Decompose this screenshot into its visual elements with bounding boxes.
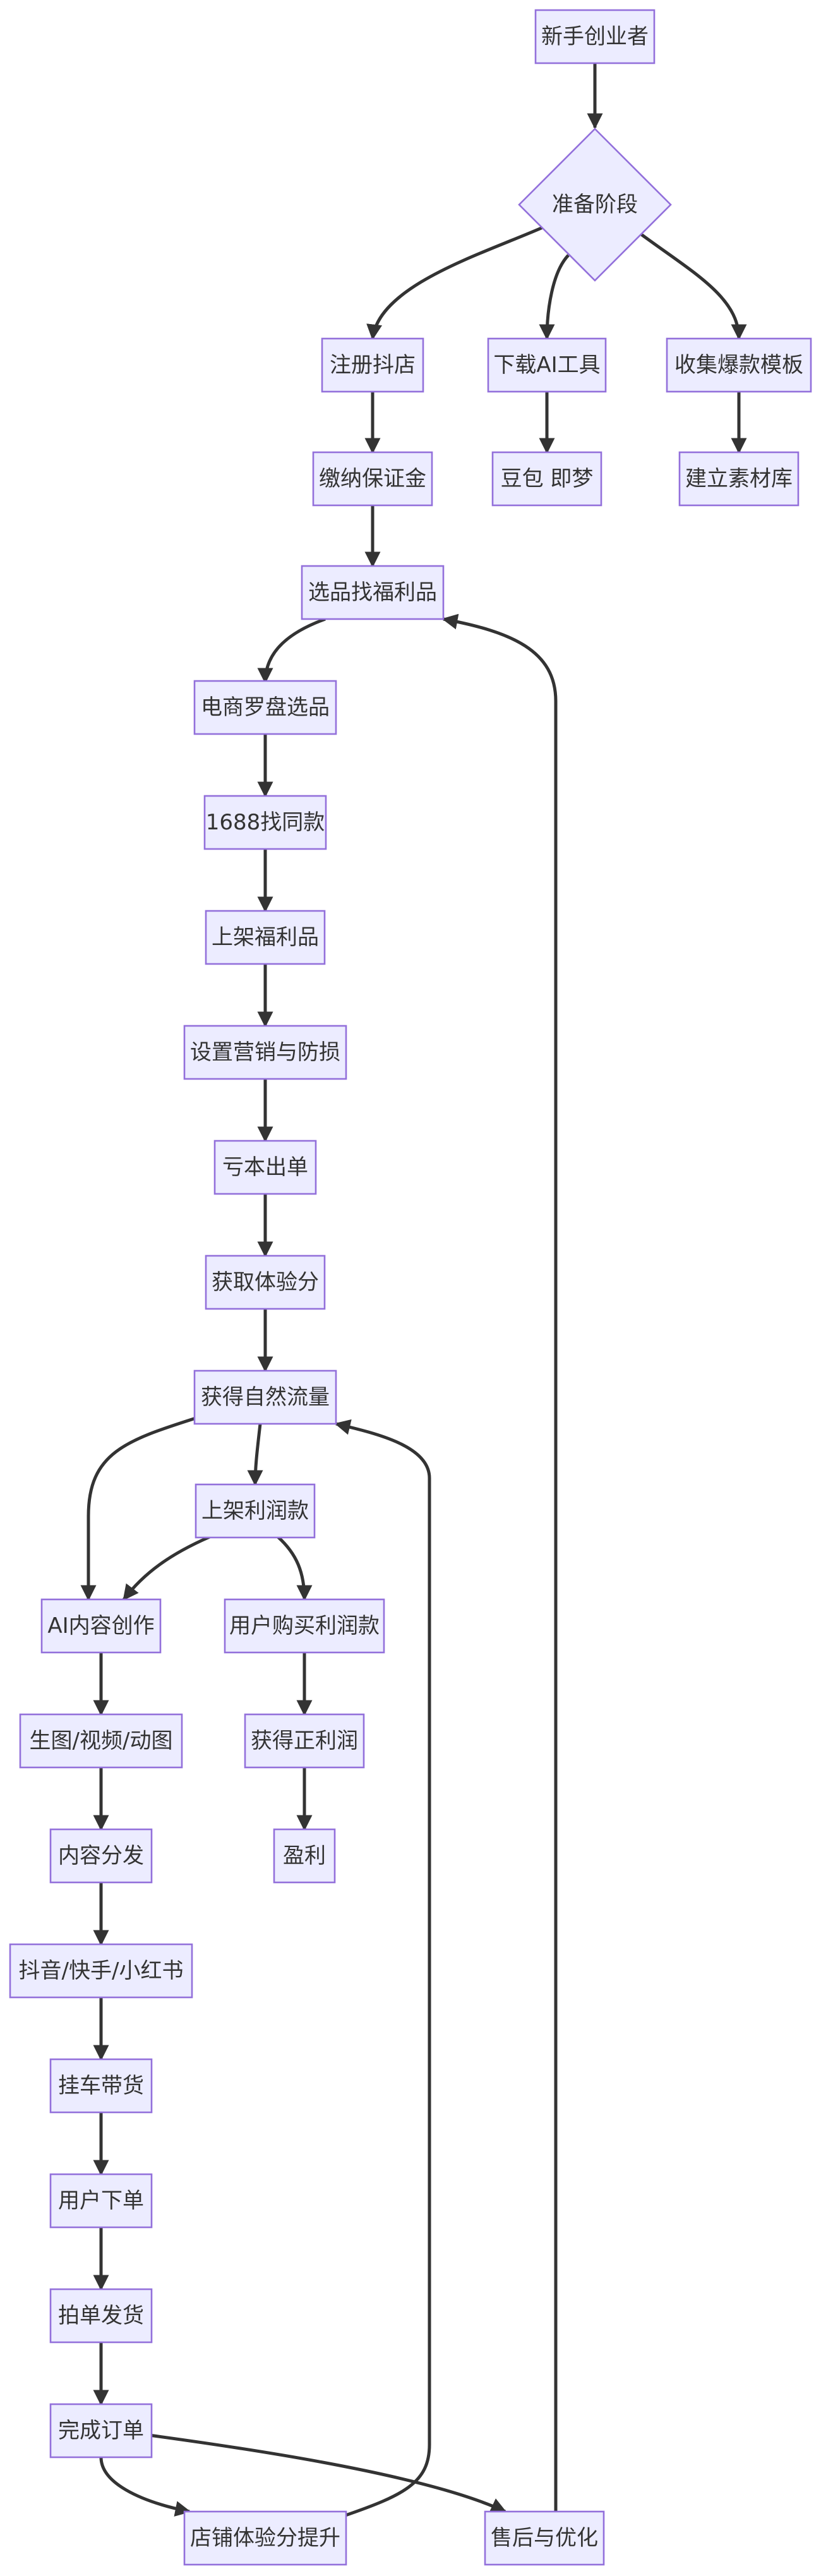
- node-label: 用户下单: [58, 2188, 144, 2213]
- node-label: 生图/视频/动图: [30, 1728, 173, 1754]
- node-start[interactable]: 新手创业者: [534, 9, 656, 64]
- node-get-score[interactable]: 获取体验分: [205, 1255, 326, 1310]
- node-collect-templates[interactable]: 收集爆款模板: [666, 337, 812, 393]
- node-after-sales[interactable]: 售后与优化: [484, 2510, 605, 2566]
- node-ai-content[interactable]: AI内容创作: [40, 1598, 162, 1654]
- node-label: 拍单发货: [58, 2303, 144, 2328]
- node-score-boost[interactable]: 店铺体验分提升: [183, 2510, 347, 2566]
- node-cart-sell[interactable]: 挂车带货: [49, 2058, 153, 2114]
- node-doubao-jimeng[interactable]: 豆包 即梦: [491, 451, 602, 507]
- node-list-welfare[interactable]: 上架福利品: [205, 910, 326, 965]
- node-label: 获得正利润: [251, 1728, 358, 1754]
- node-complete-order[interactable]: 完成订单: [49, 2403, 153, 2459]
- edge-list-profit-ai-content: [123, 1535, 210, 1601]
- node-gen-media[interactable]: 生图/视频/动图: [19, 1713, 183, 1769]
- node-pick-welfare[interactable]: 选品找福利品: [301, 565, 445, 620]
- node-loss-orders[interactable]: 亏本出单: [213, 1140, 317, 1195]
- node-label: 新手创业者: [541, 24, 649, 49]
- node-label: 收集爆款模板: [674, 352, 803, 378]
- node-marketing-loss[interactable]: 设置营销与防损: [183, 1025, 347, 1080]
- node-label: 电商罗盘选品: [201, 695, 330, 720]
- node-platforms[interactable]: 抖音/快手/小红书: [9, 1943, 193, 1999]
- edge-list-profit-user-buy: [277, 1536, 313, 1601]
- edge-prep-register-store: [366, 224, 547, 340]
- node-prep[interactable]: 准备阶段: [518, 128, 672, 282]
- edge-complete-score-boost: [99, 2457, 191, 2517]
- node-label: 内容分发: [58, 1843, 144, 1869]
- node-find-1688[interactable]: 1688找同款: [203, 795, 327, 850]
- node-label: 注册抖店: [330, 352, 416, 378]
- edge-traffic-list-profit: [247, 1423, 263, 1486]
- edge-complete-after-sales: [148, 2433, 507, 2513]
- node-label: 上架利润款: [201, 1498, 309, 1524]
- edge-traffic-ai-content: [80, 1416, 196, 1601]
- node-organic-traffic[interactable]: 获得自然流量: [193, 1369, 337, 1425]
- node-build-library[interactable]: 建立素材库: [678, 451, 800, 507]
- edges: [80, 63, 747, 2518]
- node-compass-pick[interactable]: 电商罗盘选品: [193, 680, 337, 735]
- node-label: 下载AI工具: [493, 352, 600, 378]
- node-profit[interactable]: 盈利: [273, 1828, 336, 1884]
- node-label: 完成订单: [58, 2418, 144, 2443]
- node-list-profit[interactable]: 上架利润款: [195, 1483, 316, 1539]
- node-distribute[interactable]: 内容分发: [49, 1828, 153, 1884]
- node-label: 店铺体验分提升: [190, 2525, 340, 2551]
- node-label: 用户购买利润款: [229, 1613, 380, 1639]
- node-label: 选品找福利品: [308, 580, 437, 605]
- edge-prep-collect-templates: [639, 232, 747, 340]
- edge-score-boost-traffic: [334, 1419, 431, 2518]
- node-user-order[interactable]: 用户下单: [49, 2173, 153, 2229]
- node-label: 豆包 即梦: [501, 466, 594, 491]
- node-download-ai[interactable]: 下载AI工具: [487, 337, 607, 393]
- edge-after-sales-pick-welfare: [441, 613, 558, 2512]
- node-label: 设置营销与防损: [190, 1040, 340, 1065]
- node-user-buy-profit[interactable]: 用户购买利润款: [224, 1598, 385, 1654]
- node-label: 建立素材库: [685, 466, 793, 491]
- node-label: 挂车带货: [58, 2073, 144, 2098]
- node-label: 1688找同款: [206, 810, 325, 835]
- node-label: 准备阶段: [552, 192, 638, 217]
- node-pay-deposit[interactable]: 缴纳保证金: [312, 451, 433, 507]
- node-get-profit[interactable]: 获得正利润: [244, 1713, 365, 1769]
- node-label: 盈利: [283, 1843, 326, 1869]
- node-label: 售后与优化: [491, 2525, 598, 2551]
- node-label: AI内容创作: [47, 1613, 154, 1639]
- node-label: 抖音/快手/小红书: [19, 1958, 184, 1983]
- node-label: 亏本出单: [222, 1155, 308, 1180]
- edge-pick-welfare-compass: [257, 617, 326, 684]
- node-register-store[interactable]: 注册抖店: [321, 337, 424, 393]
- node-dropship[interactable]: 拍单发货: [49, 2288, 153, 2344]
- edge-prep-download-ai: [539, 254, 570, 340]
- node-label: 上架福利品: [212, 925, 319, 950]
- node-label: 获得自然流量: [201, 1385, 330, 1410]
- node-label: 缴纳保证金: [319, 466, 426, 491]
- node-label: 获取体验分: [212, 1270, 319, 1295]
- nodes: 新手创业者 准备阶段 注册抖店 下载AI工具 收集爆款模板 缴纳保证金 豆包 即…: [9, 9, 812, 2566]
